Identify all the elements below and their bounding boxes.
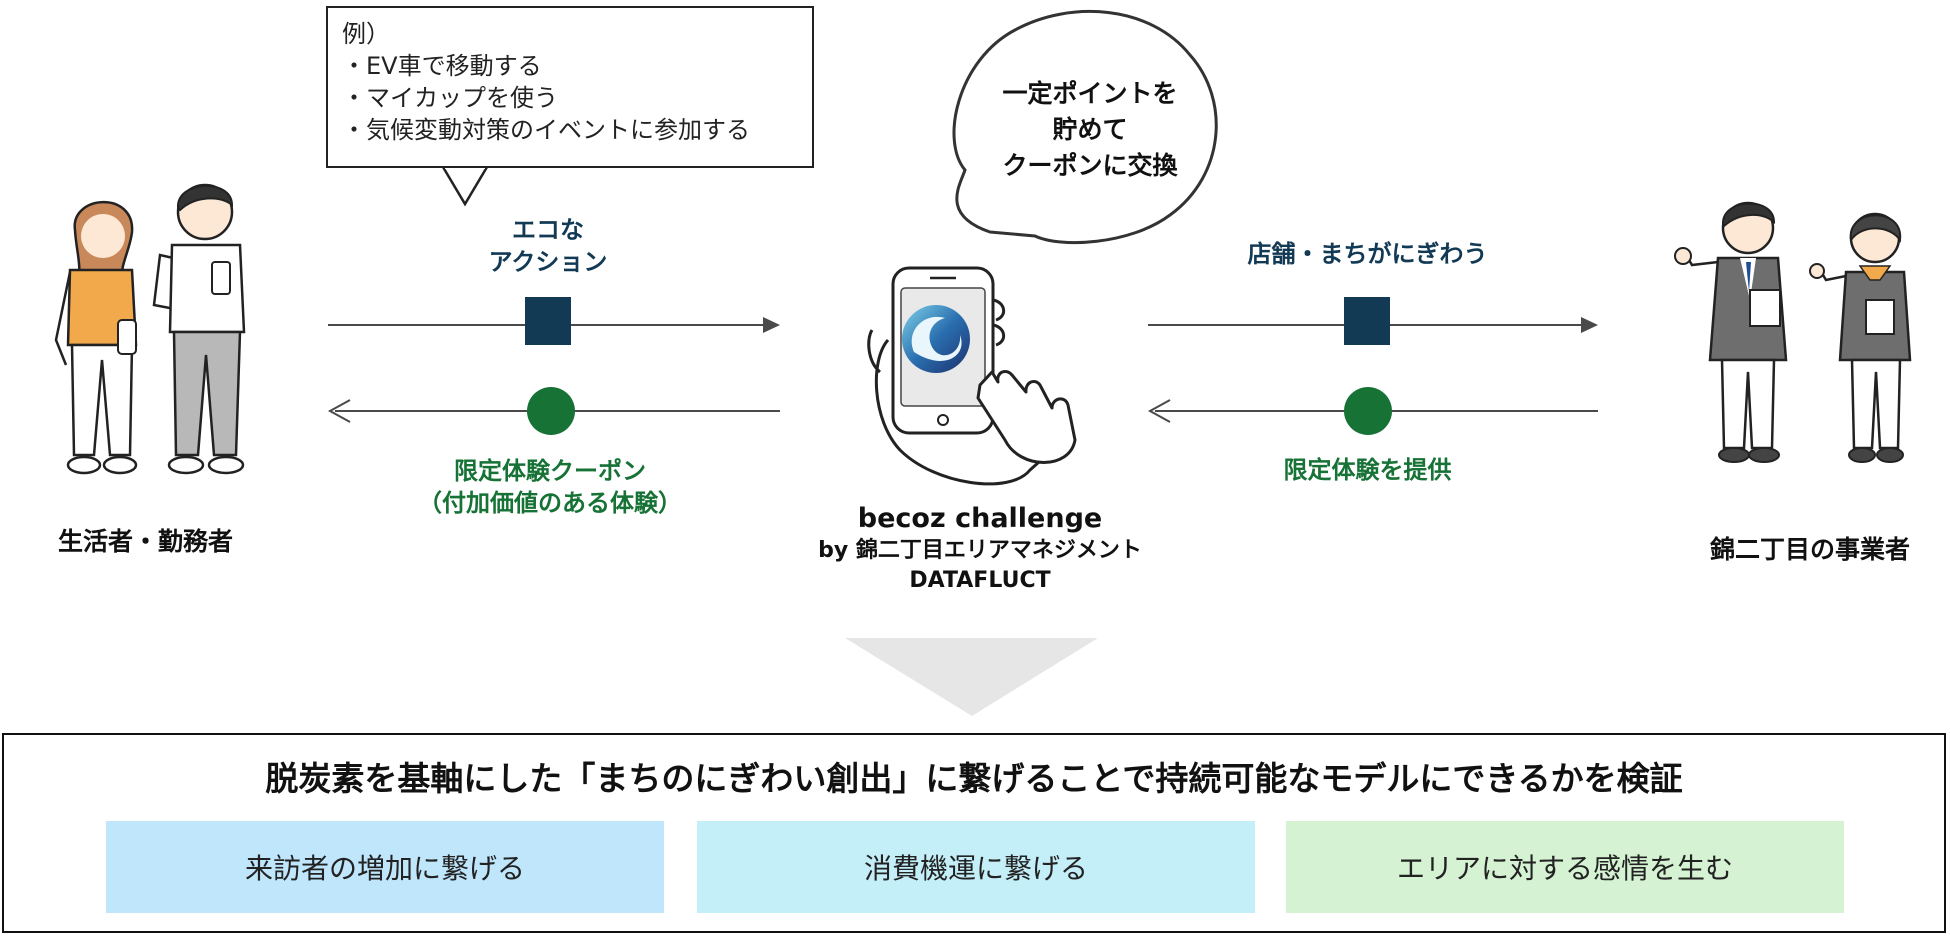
down-chevron-icon [845,638,1098,716]
verification-title: 脱炭素を基軸にした「まちのにぎわい創出」に繋げることで持続可能なモデルにできるか… [265,759,1683,798]
bubble-line-2: 貯めて [1052,115,1128,144]
provide-experience-label: 限定体験を提供 [1283,456,1452,484]
card-visitors-label: 来訪者の増加に繋げる [244,852,525,885]
experience-circle [1344,387,1392,435]
consumer-woman-figure [54,200,138,475]
bubble-text: 一定ポイントを 貯めて クーポンに交換 [960,76,1220,184]
eco-action-label-line2: アクション [488,248,608,276]
app-name: becoz challenge [857,503,1103,534]
eco-action-label: エコな アクション [448,214,648,278]
coupon-label-line1: 限定体験クーポン [454,457,646,485]
coupon-circle [527,387,575,435]
example-item-event: ・気候変動対策のイベントに参加する [342,116,750,144]
eco-action-label-line1: エコな [512,216,584,244]
app-company: DATAFLUCT [909,568,1051,593]
bubble-line-3: クーポンに交換 [1002,151,1178,180]
card-consumption-label: 消費機運に繋げる [863,852,1088,885]
example-box: 例） ・EV車で移動する ・マイカップを使う ・気候変動対策のイベントに参加する [326,6,814,168]
card-emotion: エリアに対する感情を生む [1286,821,1844,913]
store-busy-label: 店舗・まちがにぎわう [1247,240,1488,268]
arrow-head-left [1147,399,1171,423]
card-visitors: 来訪者の増加に繋げる [106,821,664,913]
business-man-figure [1674,201,1788,463]
arrow-head-right [1581,317,1598,333]
right-flow-arrows [1147,297,1598,435]
example-callout-tail [440,165,490,207]
example-item-ev: ・EV車で移動する [342,52,542,80]
business-label: 錦二丁目の事業者 [1710,535,1911,564]
coupon-label-line2: （付加価値のある体験） [418,489,682,517]
phone-hand-icon [867,266,1077,486]
business-woman-figure [1809,212,1912,463]
coupon-label: 限定体験クーポン （付加価値のある体験） [380,455,720,519]
app-description: becoz challenge by 錦二丁目エリアマネジメント DATAFLU… [760,502,1200,596]
app-operator: by 錦二丁目エリアマネジメント [818,538,1142,563]
example-item-mycup: ・マイカップを使う [342,84,558,112]
example-heading: 例） [342,20,390,48]
store-square [1344,297,1390,345]
card-consumption: 消費機運に繋げる [697,821,1255,913]
eco-action-square [525,297,571,345]
arrow-head-left [327,399,351,423]
card-emotion-label: エリアに対する感情を生む [1396,852,1733,885]
consumer-man-figure [152,183,246,475]
speech-bubble [952,9,1218,245]
consumer-label: 生活者・勤務者 [58,527,234,556]
left-flow-arrows [327,297,780,435]
bubble-line-1: 一定ポイントを [1002,79,1178,108]
arrow-head-right [763,317,780,333]
